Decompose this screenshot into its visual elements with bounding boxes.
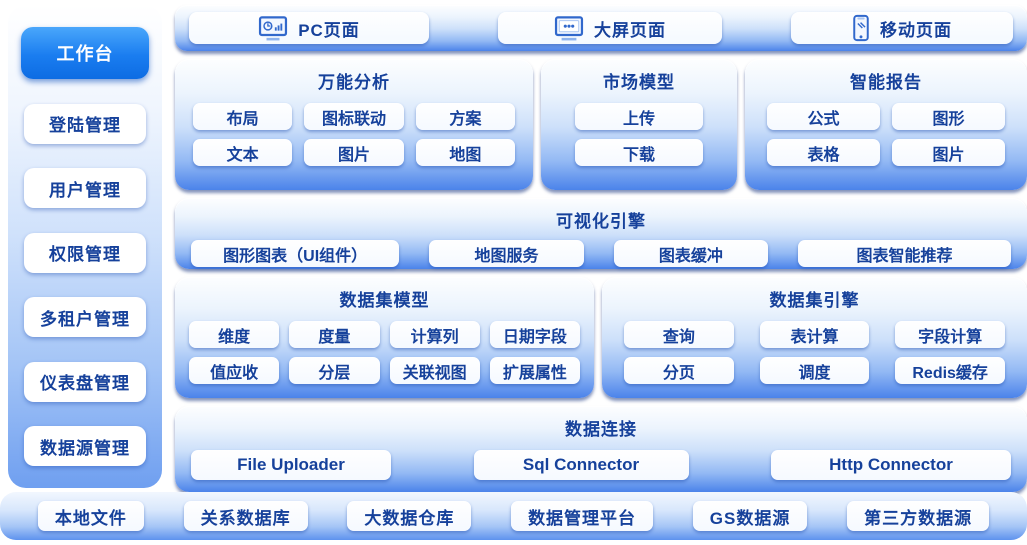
chip-query: 查询: [624, 321, 734, 348]
pc-monitor-chart-icon: [258, 15, 288, 41]
chip-scheduling: 调度: [759, 357, 870, 384]
chip-icon-linkage: 图标联动: [304, 103, 404, 130]
panel-data-connection-title: 数据连接: [565, 420, 637, 439]
page-item-pc: PC页面: [189, 12, 429, 44]
sidebar-item-workbench: 工作台: [21, 27, 149, 79]
panel-smart-report-title: 智能报告: [850, 73, 922, 92]
panel-universal-analysis-title: 万能分析: [318, 73, 390, 92]
chip-formula: 公式: [767, 103, 880, 130]
chip-third-party-datasource: 第三方数据源: [847, 501, 990, 531]
panel-dataset-model-title: 数据集模型: [339, 291, 430, 310]
market-model-chips: 上传 下载: [541, 93, 737, 166]
chip-image: 图片: [304, 139, 404, 166]
chip-date-field: 日期字段: [489, 321, 580, 348]
chip-sql-connector: Sql Connector: [473, 450, 689, 480]
mobile-phone-icon: [852, 14, 870, 42]
sidebar-item-multitenant-management: 多租户管理: [24, 297, 146, 337]
data-source-layer-bar: 本地文件 关系数据库 大数据仓库 数据管理平台 GS数据源 第三方数据源: [0, 492, 1027, 540]
panel-dataset-engine-title: 数据集引擎: [769, 291, 860, 310]
dataset-model-chips: 维度 度量 计算列 日期字段 值应收 分层 关联视图 扩展属性: [175, 311, 594, 384]
sidebar-item-user-management: 用户管理: [24, 168, 146, 208]
chip-download: 下载: [575, 139, 703, 166]
chip-chart-smart-recommend: 图表智能推荐: [798, 240, 1011, 267]
chip-http-connector: Http Connector: [771, 450, 1011, 480]
chip-pagination: 分页: [624, 357, 734, 384]
chip-graphic: 图形: [892, 103, 1005, 130]
chip-layout: 布局: [193, 103, 293, 130]
sidebar-item-datasource-management: 数据源管理: [24, 426, 146, 466]
sidebar-item-dashboard-management: 仪表盘管理: [24, 361, 146, 402]
panel-smart-report: 智能报告 公式 图形 表格 图片: [745, 59, 1027, 190]
page-item-pc-label: PC页面: [298, 20, 360, 40]
dataset-layer-row: 数据集模型 维度 度量 计算列 日期字段 值应收 分层 关联视图 扩展属性 数据…: [175, 277, 1027, 398]
main-column: PC页面 大屏页面: [175, 5, 1027, 492]
chip-redis-cache: Redis缓存: [895, 357, 1005, 384]
page-item-large-screen-label: 大屏页面: [594, 20, 666, 40]
chip-ui-charts: 图形图表（UI组件）: [191, 240, 400, 267]
chip-relational-db: 关系数据库: [183, 501, 308, 531]
sidebar-item-permission-management: 权限管理: [24, 232, 146, 273]
smart-report-chips: 公式 图形 表格 图片: [745, 93, 1027, 166]
chip-table-calc: 表计算: [759, 321, 870, 348]
chip-chart-buffer: 图表缓冲: [613, 240, 769, 267]
page-layer-bar: PC页面 大屏页面: [175, 5, 1027, 51]
chip-dimension: 维度: [189, 321, 280, 348]
chip-scheme: 方案: [415, 103, 515, 130]
page-item-large-screen: 大屏页面: [498, 12, 722, 44]
panel-dataset-model: 数据集模型 维度 度量 计算列 日期字段 值应收 分层 关联视图 扩展属性: [175, 277, 594, 398]
chip-extended-attribute: 扩展属性: [489, 357, 580, 384]
chip-local-file: 本地文件: [37, 501, 144, 531]
chip-big-data-warehouse: 大数据仓库: [347, 501, 472, 531]
data-connection-chips: File Uploader Sql Connector Http Connect…: [175, 440, 1027, 480]
chip-text: 文本: [193, 139, 293, 166]
panel-universal-analysis: 万能分析 布局 图标联动 方案 文本 图片 地图: [175, 59, 533, 190]
page-item-mobile: 移动页面: [791, 12, 1013, 44]
sidebar-item-login-management: 登陆管理: [24, 103, 146, 144]
chip-linked-view: 关联视图: [389, 357, 480, 384]
chip-measure: 度量: [289, 321, 380, 348]
chip-value-receive: 值应收: [189, 357, 280, 384]
universal-analysis-chips: 布局 图标联动 方案 文本 图片 地图: [175, 93, 533, 166]
visualization-engine-chips: 图形图表（UI组件） 地图服务 图表缓冲 图表智能推荐: [175, 232, 1027, 267]
chip-gs-datasource: GS数据源: [692, 501, 808, 531]
chip-picture: 图片: [892, 139, 1005, 166]
chip-calculated-column: 计算列: [389, 321, 480, 348]
analysis-layer-row: 万能分析 布局 图标联动 方案 文本 图片 地图 市场模型 上传 下载 智能报告: [175, 59, 1027, 190]
panel-market-model-title: 市场模型: [603, 73, 675, 92]
chip-map-service: 地图服务: [429, 240, 584, 267]
panel-visualization-engine: 可视化引擎 图形图表（UI组件） 地图服务 图表缓冲 图表智能推荐: [175, 198, 1027, 269]
sidebar-panel: 工作台 登陆管理 用户管理 权限管理 多租户管理 仪表盘管理 数据源管理: [8, 5, 162, 488]
chip-table: 表格: [767, 139, 880, 166]
page-item-mobile-label: 移动页面: [880, 20, 952, 40]
panel-visualization-engine-title: 可视化引擎: [556, 212, 646, 231]
chip-upload: 上传: [575, 103, 703, 130]
panel-data-connection: 数据连接 File Uploader Sql Connector Http Co…: [175, 406, 1027, 492]
chip-map: 地图: [415, 139, 515, 166]
large-screen-icon: [554, 15, 584, 41]
chip-field-calc: 字段计算: [895, 321, 1005, 348]
panel-market-model: 市场模型 上传 下载: [541, 59, 737, 190]
chip-data-management-platform: 数据管理平台: [511, 501, 654, 531]
panel-dataset-engine: 数据集引擎 查询 表计算 字段计算 分页 调度 Redis缓存: [602, 277, 1027, 398]
chip-hierarchy: 分层: [289, 357, 380, 384]
chip-file-uploader: File Uploader: [191, 450, 391, 480]
dataset-engine-chips: 查询 表计算 字段计算 分页 调度 Redis缓存: [602, 311, 1027, 384]
